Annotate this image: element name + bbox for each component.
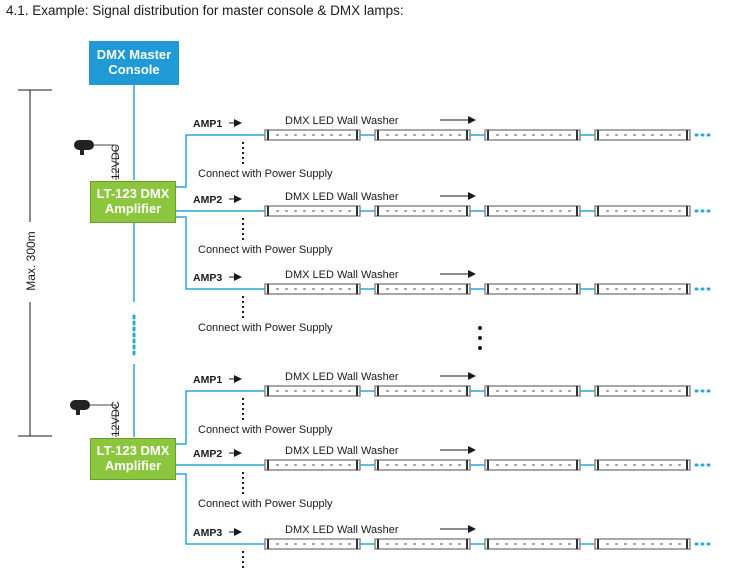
amp-output-cable (176, 390, 265, 445)
wall-washer-label: DMX LED Wall Washer (285, 524, 399, 536)
power-supply-label: Connect with Power Supply (198, 424, 333, 436)
power-adapter-icon (70, 400, 117, 437)
power-voltage-label: 12VDC (110, 401, 122, 437)
power-supply-label: Connect with Power Supply (198, 322, 333, 334)
dmx-amplifier: LT-123 DMX Amplifier (90, 438, 176, 480)
more-rows-ellipsis (478, 326, 482, 350)
amplifier-label-line2: Amplifier (104, 201, 162, 216)
power-voltage-label: 12VDC (110, 144, 122, 180)
amplifier-label-line2: Amplifier (104, 458, 162, 473)
console-label-line2: Console (108, 62, 160, 77)
power-supply-label: Connect with Power Supply (198, 168, 333, 180)
amp-output-label: AMP3 (193, 272, 222, 284)
wall-washer-label: DMX LED Wall Washer (285, 115, 399, 127)
amp-output-cable (176, 216, 265, 290)
wall-washer-label: DMX LED Wall Washer (285, 191, 399, 203)
amplifier-label-line1: LT-123 DMX (96, 443, 170, 459)
heading: 4.1. Example: Signal distribution for ma… (6, 3, 404, 18)
amp-output-cable (176, 473, 265, 545)
dmx-amplifier: LT-123 DMX Amplifier (90, 181, 176, 223)
power-adapter-icon (74, 140, 117, 180)
power-supply-label: Connect with Power Supply (198, 244, 333, 256)
amp-output-label: AMP2 (193, 194, 222, 206)
amp-output-label: AMP1 (193, 118, 222, 130)
power-supply-label: Connect with Power Supply (198, 498, 333, 510)
wall-washer-label: DMX LED Wall Washer (285, 269, 399, 281)
dmx-master-console: DMX Master Console (89, 41, 179, 85)
max-distance-label: Max. 300m (24, 226, 38, 296)
amp-output-label: AMP2 (193, 448, 222, 460)
amp-output-label: AMP1 (193, 374, 222, 386)
amp-output-label: AMP3 (193, 527, 222, 539)
wall-washer-label: DMX LED Wall Washer (285, 371, 399, 383)
amplifier-label-line1: LT-123 DMX (96, 186, 170, 202)
amp-output-cable (176, 134, 265, 188)
console-label-line1: DMX Master (96, 47, 172, 63)
wall-washer-label: DMX LED Wall Washer (285, 445, 399, 457)
